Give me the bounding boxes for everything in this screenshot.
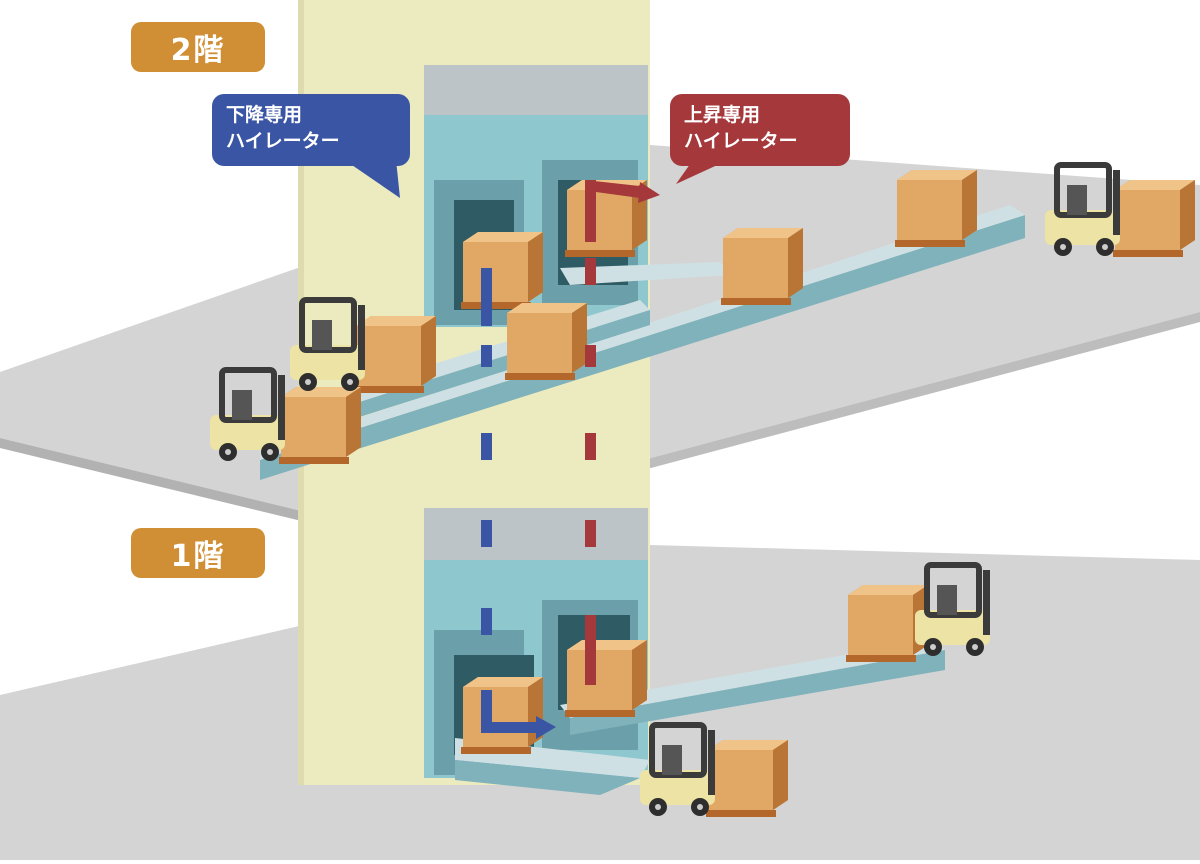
callout-up-line1: 上昇専用 [684,104,761,126]
box [565,640,647,717]
callout-down-line2: ハイレーター [226,130,340,152]
callout-up-line2: ハイレーター [684,130,798,152]
floor-label-2: 2階 [131,22,265,72]
box [505,303,587,380]
callout-up-hylator: 上昇専用 ハイレーター [670,94,850,166]
up-path [585,180,660,685]
callout-down-hylator: 下降専用 ハイレーター [212,94,410,166]
box [461,677,543,754]
box [461,232,543,309]
floor-label-1: 1階 [131,528,265,578]
box [706,740,788,817]
down-path [481,268,556,739]
callout-down-line1: 下降専用 [226,104,303,126]
box [1113,180,1195,257]
box [354,316,436,393]
box [895,170,977,247]
box [721,228,803,305]
box [279,387,361,464]
